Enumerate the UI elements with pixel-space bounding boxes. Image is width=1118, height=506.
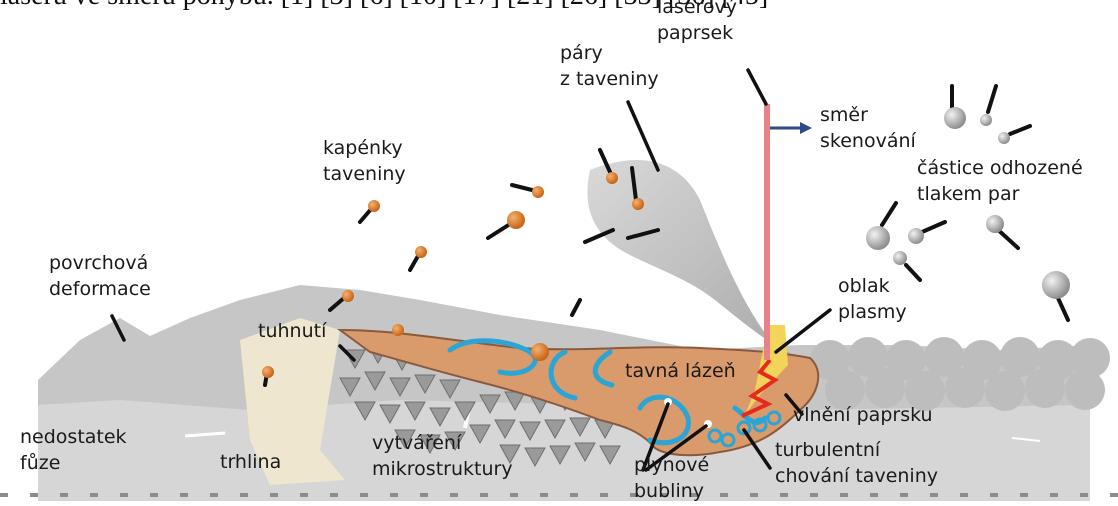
label-solidification: tuhnutí [258, 318, 326, 344]
label-ejected-particles: částice odhozené tlakem par [917, 155, 1083, 207]
caption-fragment: laseru ve směru pohybu. [1] [3] [6] [10]… [0, 0, 768, 12]
laser-beam [764, 104, 770, 360]
label-plasma-cloud: oblak plasmy [838, 273, 907, 325]
label-melt-pool: tavná lázeň [625, 358, 736, 384]
label-surface-deformation: povrchová deformace [49, 250, 151, 302]
label-droplets: kapénky taveniny [323, 135, 406, 187]
label-gas-bubbles: plynové bubliny [634, 452, 709, 504]
label-beam-oscillation: vlnění paprsku [793, 402, 933, 428]
label-lack-of-fusion: nedostatek fůze [20, 424, 127, 476]
label-laser-beam: laserový paprsek [657, 0, 737, 46]
scan-direction-arrow [770, 122, 812, 134]
label-vapor: páry z taveniny [560, 40, 659, 92]
label-microstructure: vytváření mikrostruktury [372, 430, 513, 482]
label-scan-direction: směr skenování [820, 102, 916, 154]
label-turbulent-melt: turbulentní chování taveniny [775, 437, 938, 489]
label-crack: trhlina [220, 449, 281, 475]
